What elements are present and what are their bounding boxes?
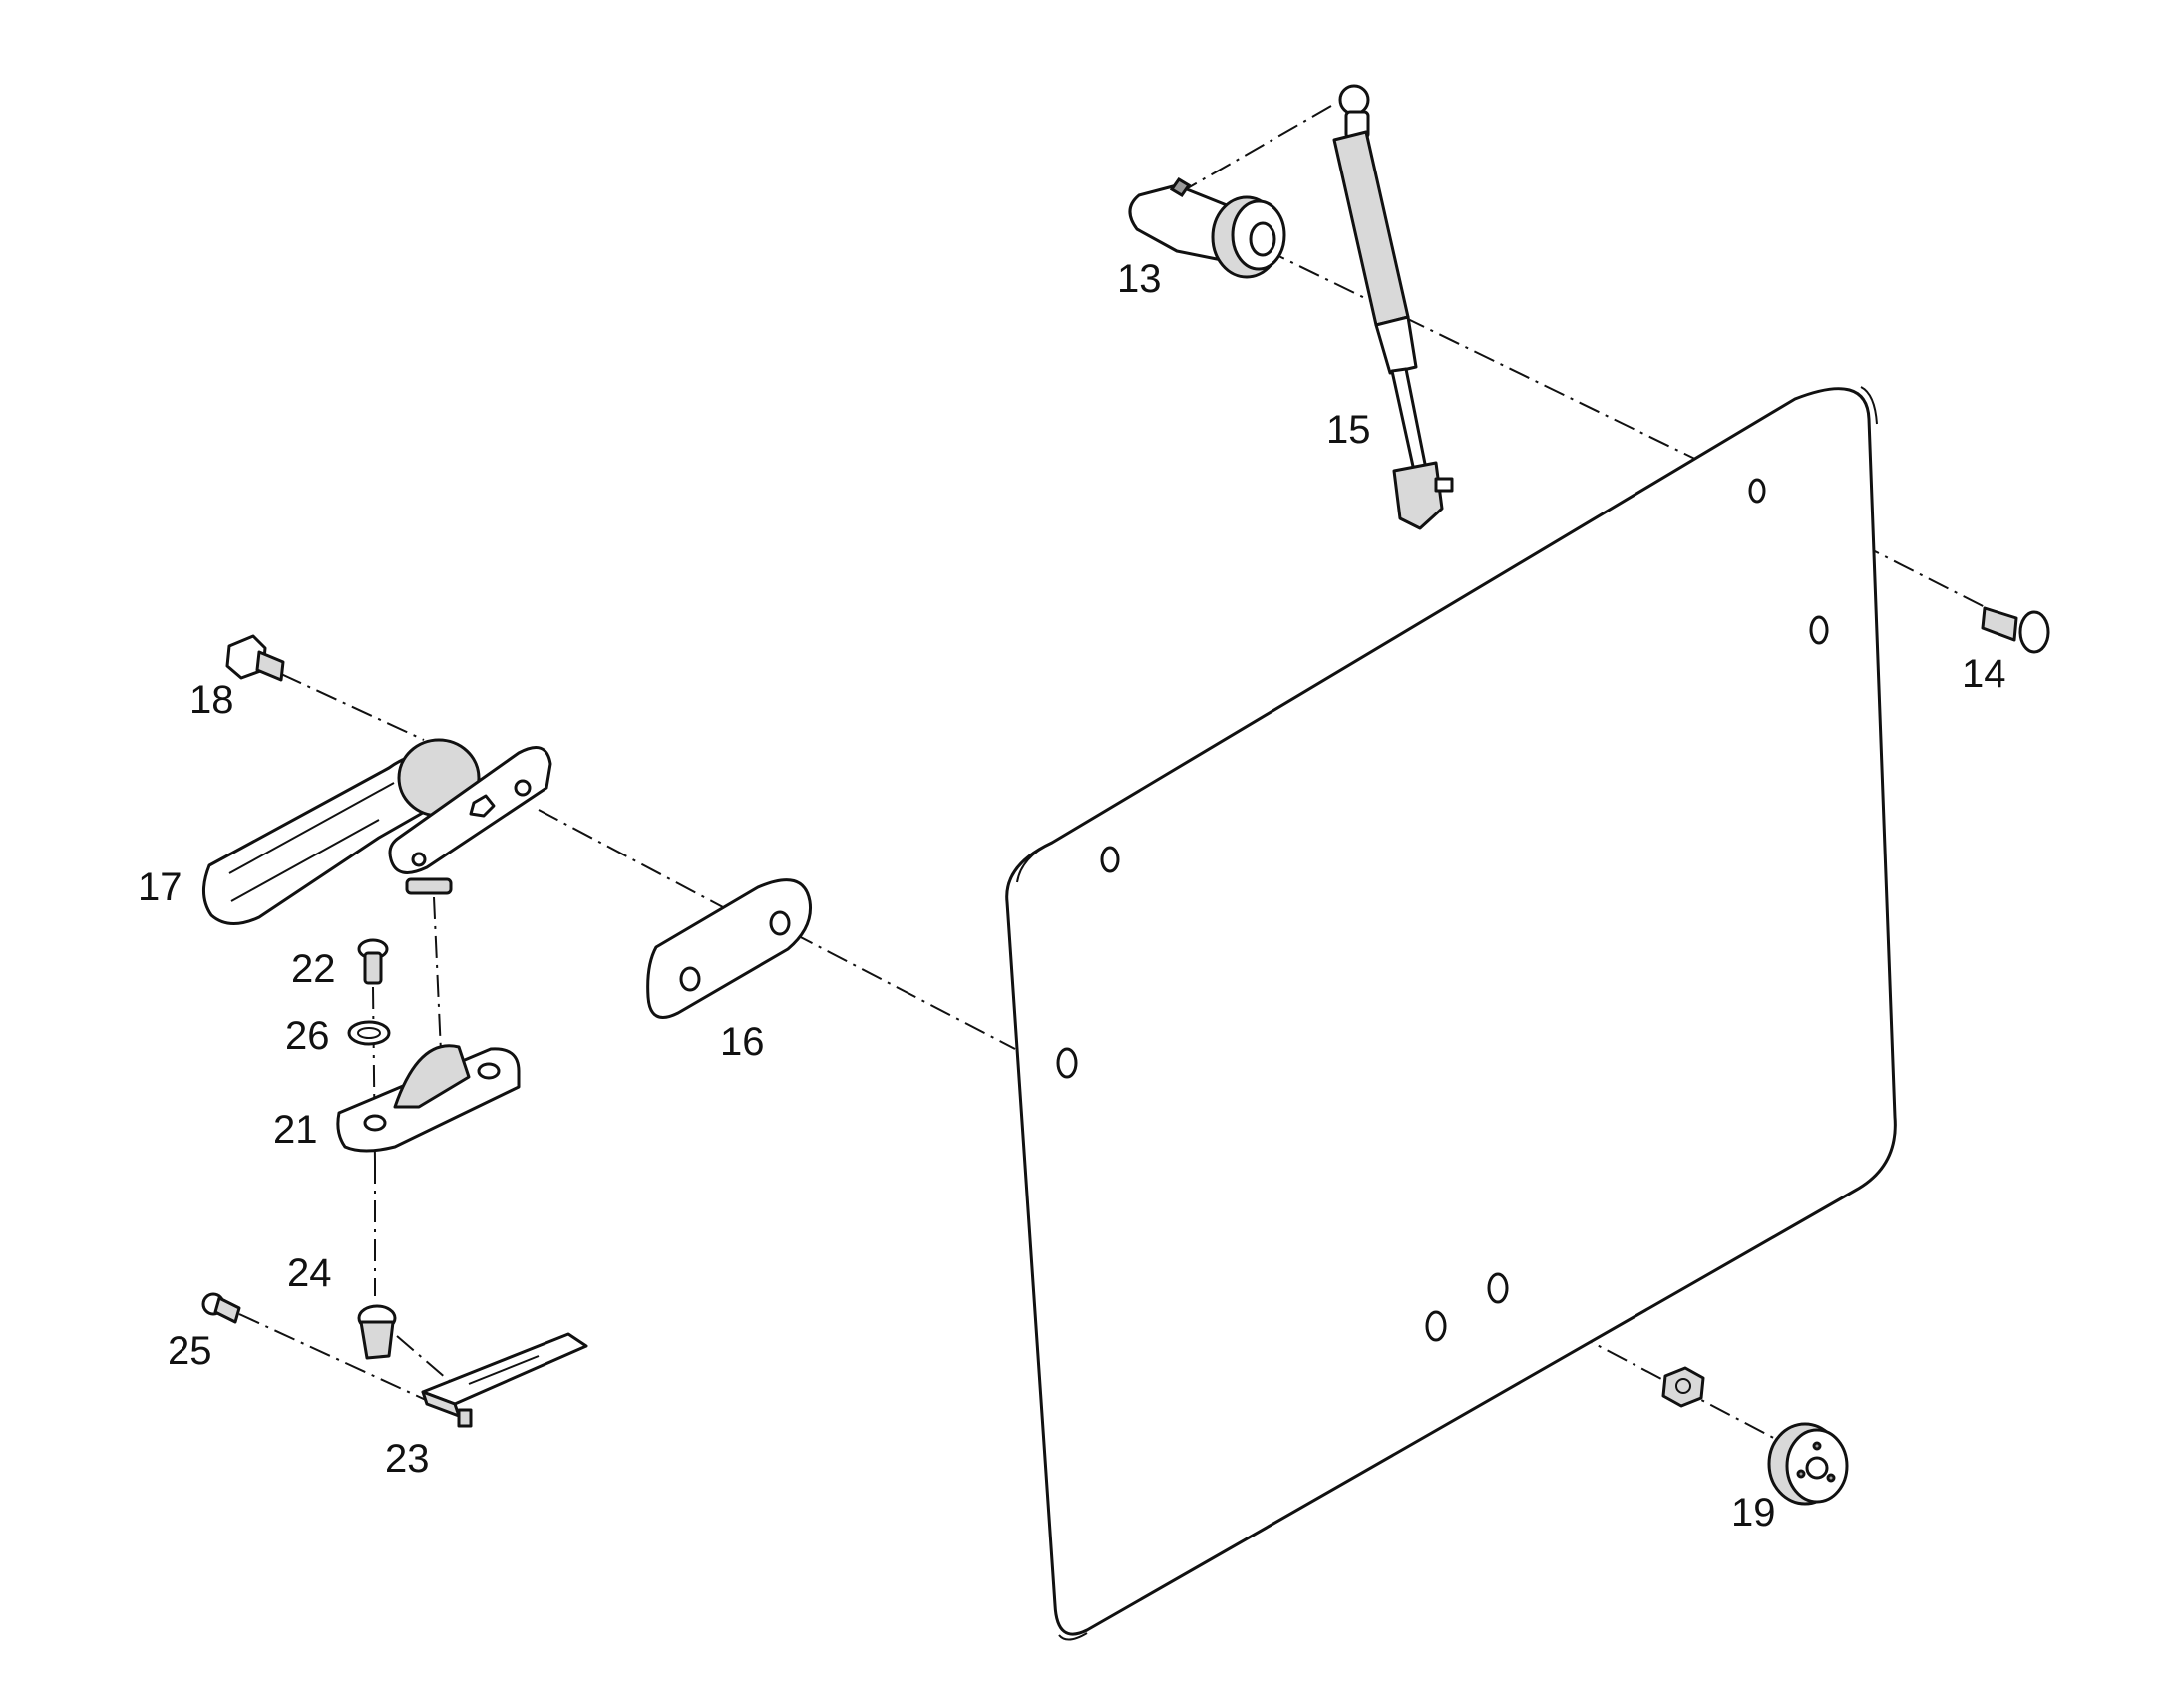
- callout-26: 26: [285, 1014, 330, 1058]
- panel-edge: [1016, 386, 1878, 1641]
- pivot-bushing: [1128, 176, 1286, 279]
- spacer-plate: [646, 878, 813, 1019]
- callout-24: 24: [287, 1251, 332, 1295]
- panel-hole: [1487, 1272, 1509, 1304]
- small-screw: [357, 938, 389, 985]
- latch-housing: [336, 1044, 521, 1153]
- callout-18: 18: [189, 678, 234, 722]
- callout-16: 16: [720, 1020, 765, 1064]
- callout-13: 13: [1117, 257, 1162, 301]
- small-bolt: [201, 1292, 241, 1324]
- leader-18-17: [280, 673, 425, 741]
- lever-handle: [202, 738, 552, 925]
- callout-labels: 13 15 14 18 17 22 26 16 21 24 25 23 19: [138, 257, 2006, 1535]
- panel-hole: [1425, 1310, 1447, 1342]
- hex-nut: [1661, 1366, 1705, 1408]
- washer: [347, 1020, 391, 1046]
- panel-hole: [1809, 615, 1829, 645]
- leader-22-21: [372, 986, 376, 1163]
- door-panel: [1005, 386, 1897, 1641]
- gas-strut: [1332, 84, 1454, 530]
- callout-14: 14: [1962, 652, 2006, 696]
- callout-22: 22: [291, 947, 336, 991]
- callout-21: 21: [273, 1108, 318, 1152]
- leader-17-21: [433, 896, 442, 1053]
- hex-bolt: [225, 634, 285, 682]
- leader-16-panel: [792, 932, 1016, 1050]
- leader-25-23: [238, 1313, 440, 1407]
- leader-13-panel: [1264, 248, 1708, 466]
- strike-plate: [421, 1332, 588, 1428]
- callout-15: 15: [1326, 408, 1371, 452]
- callout-25: 25: [168, 1329, 212, 1373]
- callout-17: 17: [138, 865, 182, 909]
- callout-19: 19: [1731, 1491, 1776, 1535]
- callout-23: 23: [385, 1437, 430, 1481]
- leader-17-16: [538, 809, 724, 908]
- leader-13-15: [1178, 105, 1332, 194]
- countersunk-screw: [1981, 606, 2050, 654]
- end-cap: [1767, 1422, 1849, 1506]
- panel-hole: [1100, 846, 1120, 873]
- bushing-nut: [357, 1304, 397, 1360]
- panel-hole: [1748, 478, 1766, 504]
- panel-hole: [1056, 1047, 1078, 1079]
- panel-outline: [1005, 387, 1897, 1636]
